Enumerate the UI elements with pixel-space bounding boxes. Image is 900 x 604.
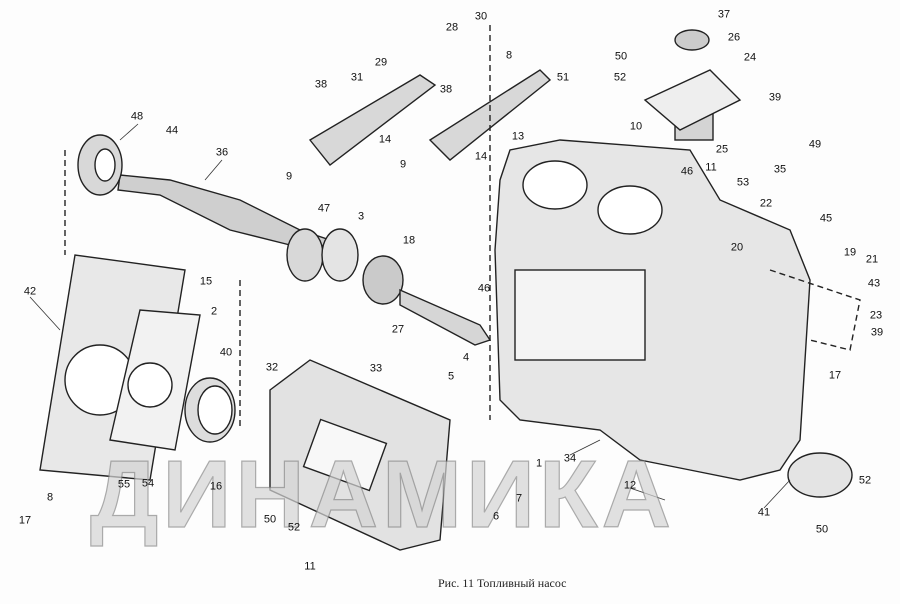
callout-label: 41 bbox=[757, 506, 771, 519]
callout-label: 47 bbox=[317, 202, 331, 215]
callout-label: 34 bbox=[563, 452, 577, 465]
callout-label: 38 bbox=[439, 83, 453, 96]
callout-label: 50 bbox=[263, 513, 277, 526]
callout-label: 5 bbox=[447, 370, 455, 383]
callout-label: 14 bbox=[378, 133, 392, 146]
callout-label: 14 bbox=[474, 150, 488, 163]
callout-label: 50 bbox=[614, 50, 628, 63]
cylinder-bore bbox=[522, 160, 588, 210]
callout-label: 55 bbox=[117, 478, 131, 491]
callout-label: 1 bbox=[535, 457, 543, 470]
callout-label: 12 bbox=[623, 479, 637, 492]
callout-label: 39 bbox=[870, 326, 884, 339]
callout-label: 26 bbox=[727, 31, 741, 44]
callout-label: 31 bbox=[350, 71, 364, 84]
callout-label: 46 bbox=[477, 282, 491, 295]
callout-label: 35 bbox=[773, 163, 787, 176]
cover-window bbox=[302, 418, 388, 492]
callout-label: 37 bbox=[717, 8, 731, 21]
callout-label: 44 bbox=[165, 124, 179, 137]
callout-label: 40 bbox=[219, 346, 233, 359]
assembly-line bbox=[64, 25, 861, 430]
callout-label: 9 bbox=[285, 170, 293, 183]
callout-label: 48 bbox=[130, 110, 144, 123]
watermark: ДИНАМИКА bbox=[89, 440, 675, 548]
callout-label: 52 bbox=[287, 521, 301, 534]
cap bbox=[674, 29, 710, 51]
callout-label: 23 bbox=[869, 309, 883, 322]
callout-label: 17 bbox=[18, 514, 32, 527]
callout-label: 4 bbox=[462, 351, 470, 364]
cylinder-bore bbox=[597, 185, 663, 235]
callout-label: 2 bbox=[210, 305, 218, 318]
outlet-flange bbox=[787, 452, 853, 498]
figure-caption: Рис. 11 Топливный насос bbox=[438, 576, 567, 590]
callout-label: 28 bbox=[445, 21, 459, 34]
callout-label: 51 bbox=[556, 71, 570, 84]
callout-label: 11 bbox=[705, 161, 717, 174]
flange-gasket bbox=[643, 69, 742, 131]
callout-label: 54 bbox=[141, 477, 155, 490]
callout-label: 30 bbox=[474, 10, 488, 23]
callout-label: 16 bbox=[209, 480, 223, 493]
callout-label: 19 bbox=[843, 246, 857, 259]
callout-label: 22 bbox=[759, 197, 773, 210]
callout-label: 49 bbox=[808, 138, 822, 151]
callout-label: 39 bbox=[768, 91, 782, 104]
callout-label: 24 bbox=[743, 51, 757, 64]
callout-label: 15 bbox=[199, 275, 213, 288]
bearing bbox=[286, 228, 324, 282]
callout-label: 13 bbox=[511, 130, 525, 143]
callout-label: 9 bbox=[399, 158, 407, 171]
callout-label: 17 bbox=[828, 369, 842, 382]
gasket-hole bbox=[127, 362, 173, 408]
callout-label: 43 bbox=[867, 277, 881, 290]
callout-label: 32 bbox=[265, 361, 279, 374]
callout-label: 25 bbox=[715, 143, 729, 156]
seal-ring bbox=[197, 385, 233, 435]
callout-label: 7 bbox=[515, 492, 523, 505]
callout-label: 20 bbox=[730, 241, 744, 254]
callout-label: 10 bbox=[629, 120, 643, 133]
callout-label: 52 bbox=[858, 474, 872, 487]
callout-label: 21 bbox=[865, 253, 879, 266]
bearing bbox=[321, 228, 359, 282]
callout-label: 8 bbox=[46, 491, 54, 504]
callout-label: 8 bbox=[505, 49, 513, 62]
callout-label: 46 bbox=[680, 165, 694, 178]
callout-label: 53 bbox=[736, 176, 750, 189]
housing-window bbox=[514, 269, 646, 361]
callout-label: 52 bbox=[613, 71, 627, 84]
callout-label: 33 bbox=[369, 362, 383, 375]
plunger-assembly bbox=[308, 74, 437, 166]
callout-label: 45 bbox=[819, 212, 833, 225]
callout-label: 6 bbox=[492, 510, 500, 523]
callout-label: 3 bbox=[357, 210, 365, 223]
pump-housing bbox=[494, 139, 811, 481]
callout-label: 18 bbox=[402, 234, 416, 247]
callout-label: 38 bbox=[314, 78, 328, 91]
callout-label: 11 bbox=[304, 560, 316, 573]
callout-label: 50 bbox=[815, 523, 829, 536]
callout-label: 27 bbox=[391, 323, 405, 336]
drive-shaft bbox=[399, 288, 492, 346]
bearing-inner bbox=[94, 148, 116, 182]
callout-label: 42 bbox=[23, 285, 37, 298]
bevel-gear bbox=[362, 255, 404, 305]
callout-label: 29 bbox=[374, 56, 388, 69]
callout-label: 36 bbox=[215, 146, 229, 159]
